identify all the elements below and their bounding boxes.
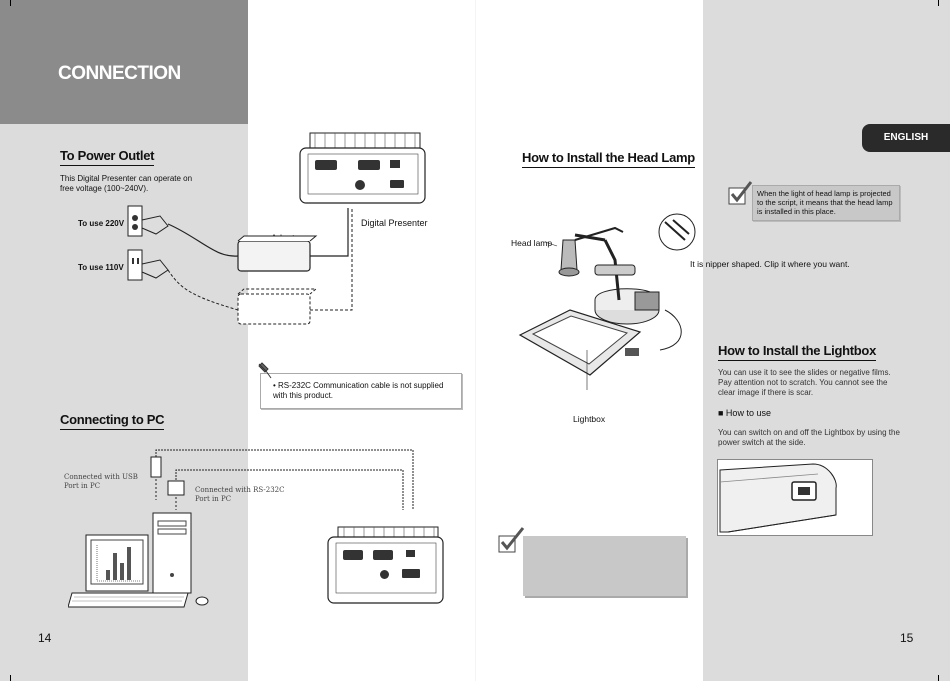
usb-connection-label: Connected with USB Port in PC <box>64 473 138 490</box>
power-connection-diagram <box>127 132 426 325</box>
nipper-label: It is nipper shaped. Clip it where you w… <box>690 259 850 269</box>
rs232-connection-label: Connected with RS-232C Port in PC <box>195 486 285 503</box>
how-to-use-text: You can switch on and off the Lightbox b… <box>718 428 900 447</box>
wall-outlet-110-icon <box>127 249 169 281</box>
right-margin-panel <box>703 0 950 681</box>
label-220v: To use 220V <box>78 219 125 228</box>
digital-presenter-label: Digital Presenter <box>361 218 428 228</box>
head-lamp-note-text: When the light of head lamp is projected… <box>757 189 893 216</box>
presenter-unit-icon <box>299 132 426 204</box>
keyboard-icon <box>68 592 189 608</box>
adapter-alt-icon <box>237 288 318 325</box>
page-number-right: 15 <box>900 631 914 645</box>
power-outlet-text: This Digital Presenter can operate on fr… <box>60 174 193 193</box>
checkmark-icon <box>728 181 753 205</box>
section-title: CONNECTION <box>58 63 181 84</box>
crop-mark <box>938 675 939 681</box>
monitor-icon <box>85 534 149 592</box>
presenter-stand-icon <box>574 233 660 325</box>
rs232-note-box <box>260 373 462 409</box>
lightbox-corner-icon <box>719 463 837 533</box>
pc-connection-diagram <box>68 449 444 608</box>
presenter-unit-icon <box>327 526 444 604</box>
computer-tower-icon <box>152 512 192 594</box>
lightbox-icon <box>518 309 642 376</box>
label-110v: To use 110V <box>78 263 124 272</box>
lightbox-switch-illustration <box>717 459 873 536</box>
power-outlet-heading: To Power Outlet <box>60 148 155 166</box>
crop-mark <box>10 0 11 6</box>
head-lamp-diagram <box>518 213 696 390</box>
pin-icon <box>258 362 272 379</box>
adapter-icon <box>237 235 318 272</box>
page-number-left: 14 <box>38 631 52 645</box>
crop-mark <box>938 0 939 6</box>
crop-mark <box>10 675 11 681</box>
mouse-icon <box>195 596 209 606</box>
head-lamp-label: Head lamp <box>511 238 553 248</box>
head-lamp-heading: How to Install the Head Lamp <box>522 150 695 168</box>
lightbox-text: You can use it to see the slides or nega… <box>718 368 891 397</box>
page-gutter <box>475 0 476 681</box>
checkmark-icon <box>498 527 525 553</box>
rs232-note-text: • RS-232C Communication cable is not sup… <box>273 381 444 400</box>
language-tab[interactable]: ENGLISH <box>862 124 950 152</box>
blank-note-box <box>523 536 686 596</box>
section-banner <box>0 0 248 124</box>
how-to-use-heading: ■ How to use <box>718 408 771 418</box>
connecting-pc-heading: Connecting to PC <box>60 412 165 430</box>
lightbox-label: Lightbox <box>573 414 606 424</box>
lightbox-heading: How to Install the Lightbox <box>718 343 876 361</box>
wall-outlet-220-icon <box>127 205 169 237</box>
head-lamp-icon <box>558 226 624 277</box>
head-lamp-note-box <box>752 185 900 221</box>
